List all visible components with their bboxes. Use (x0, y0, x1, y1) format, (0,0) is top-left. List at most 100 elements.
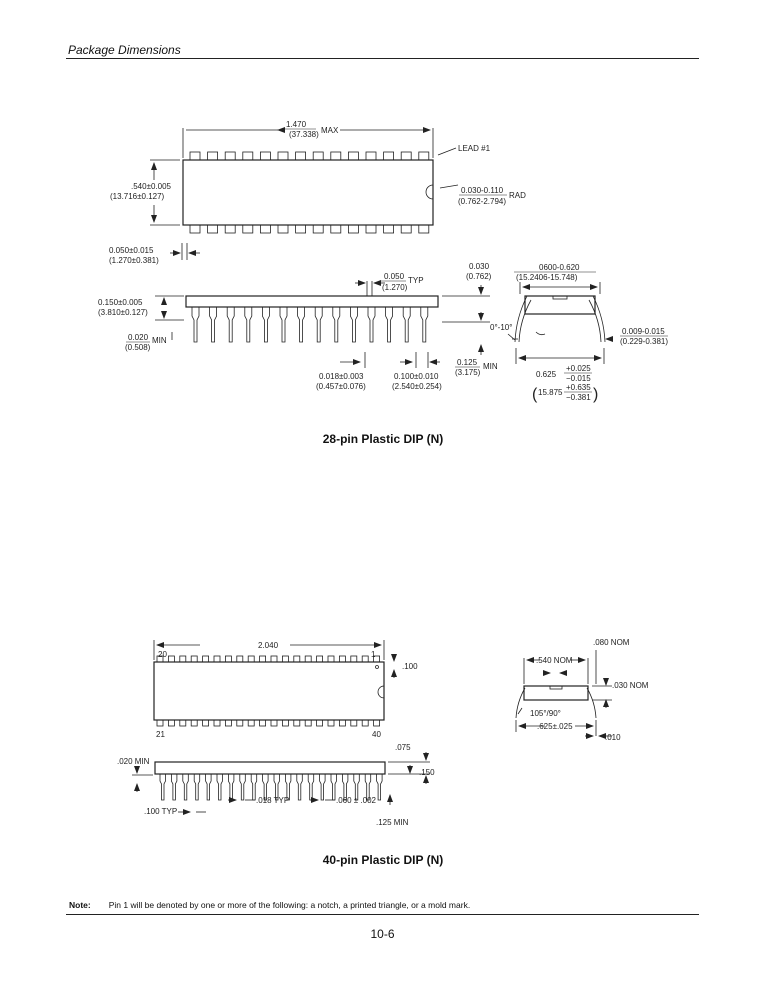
pin-pad (304, 719, 312, 727)
pin-lead (319, 774, 326, 801)
pin-pad (316, 719, 324, 727)
pin-pad (383, 224, 395, 234)
pin-pad (347, 224, 359, 234)
pkg28-height-label: 0.150±0.005 (98, 298, 143, 307)
pin-lead (262, 307, 270, 343)
pin-pad (418, 224, 430, 234)
pkg40-spread-label: .625±.025 (537, 722, 573, 731)
pin-pad (179, 719, 187, 727)
pkg40-topnom-label: .030 NOM (612, 681, 649, 690)
pkg40-top-pins (156, 655, 381, 727)
pkg28-length-mm-label: (37.338) (289, 130, 319, 139)
pin-lead (182, 774, 189, 801)
pin-pad (347, 151, 359, 161)
pin-lead (297, 307, 305, 343)
pkg40-angle-label: 105°/90° (530, 709, 561, 718)
pkg28-seat-label: 0.125 (457, 358, 478, 367)
pkg28-minlead-label: 0.020 (128, 333, 149, 342)
pkg28-notch-label: 0.030-0.110 (461, 186, 504, 195)
pkg40-length-label: 2.040 (258, 641, 279, 650)
pin-lead (228, 774, 235, 801)
pkg28-thk-mm-label: (0.229-0.381) (620, 337, 668, 346)
note-label: Note: (69, 900, 91, 910)
pin-pad (383, 151, 395, 161)
pin-pad (281, 719, 289, 727)
pin-pad (365, 224, 377, 234)
pin-pad (295, 151, 307, 161)
pkg40-pitch-label: .100 TYP (144, 807, 177, 816)
pin-lead (159, 774, 166, 801)
pin-pad (338, 719, 346, 727)
pkg40-notch (377, 685, 385, 699)
pkg40-pin21-label: 21 (156, 730, 165, 739)
pin-pad (202, 655, 210, 663)
pin-pad (295, 224, 307, 234)
pkg28-lead1-label: LEAD #1 (458, 144, 491, 153)
pkg40-side-view (132, 752, 430, 815)
pkg28-spacing-label: 0.100±0.010 (394, 372, 439, 381)
pkg28-end-label: 0.050±0.015 (109, 246, 154, 255)
pin-pad (330, 151, 342, 161)
pkg40-leadwidth-label: .018 TYP (256, 796, 289, 805)
pkg40-height-label: .150 (419, 768, 435, 777)
pin-pad (156, 655, 164, 663)
page-number: 10-6 (370, 927, 395, 941)
pin-pad (213, 655, 221, 663)
pin-pad (350, 655, 358, 663)
pin-lead (420, 307, 429, 343)
pkg40-leadthk-label: .010 (605, 733, 621, 742)
pin-pad (207, 224, 219, 234)
footer-rule (66, 914, 699, 915)
pin-lead (402, 307, 411, 343)
pin-pad (338, 655, 346, 663)
pin-lead (171, 774, 178, 801)
pkg28-end-mm-label: (1.270±0.381) (109, 256, 159, 265)
pkg40-seat-label: .125 MIN (376, 818, 409, 827)
pin-pad (373, 719, 381, 727)
header-rule (66, 58, 699, 59)
pin-lead (376, 774, 383, 801)
pkg28-width-label: .540±0.005 (131, 182, 172, 191)
pkg28-spread-dn-label: −0.015 (566, 374, 591, 383)
pin-pad (224, 224, 236, 234)
pin-pad (247, 719, 255, 727)
pin-lead (314, 307, 323, 343)
pkg28-leadwidth-label: 0.018±0.003 (319, 372, 364, 381)
pin-lead (367, 307, 376, 343)
pin-lead (296, 774, 303, 801)
pin-pad (365, 151, 377, 161)
pin-pad (224, 655, 232, 663)
pin-pad (304, 655, 312, 663)
pin-pad (207, 151, 219, 161)
pin-pad (242, 151, 254, 161)
pkg28-side-view (155, 280, 490, 368)
pin-lead (216, 774, 223, 801)
pin-pad (189, 224, 201, 234)
pkg28-length-label: 1.470 (286, 120, 307, 129)
pin-lead (332, 307, 341, 343)
pin-pad (281, 655, 289, 663)
pin-pad (350, 719, 358, 727)
pin-pad (293, 719, 301, 727)
pin-lead (244, 307, 253, 343)
pin-pad (190, 655, 198, 663)
pkg28-rad-label: RAD (509, 191, 526, 200)
pkg40-leadbody-label: .060 ± .002 (336, 796, 377, 805)
pkg28-leadwidth-mm-label: (0.457±0.076) (316, 382, 366, 391)
pin-lead (205, 774, 212, 801)
pkg40-top-label: .075 (395, 743, 411, 752)
pkg40-end-label: .100 (402, 662, 418, 671)
pin-pad (327, 719, 335, 727)
pin-lead (262, 774, 269, 801)
pin-pad (213, 719, 221, 727)
pin-pad (270, 719, 278, 727)
pin-lead (279, 307, 288, 343)
pin-lead (226, 307, 235, 343)
pin-pad (277, 224, 289, 234)
pkg28-seat-min-label: MIN (483, 362, 498, 371)
pin-pad (189, 151, 201, 161)
pin-pad (330, 224, 342, 234)
pkg40-minlead-label: .020 MIN (117, 757, 150, 766)
pkg28-row-label: 0600-0.620 (539, 263, 580, 272)
